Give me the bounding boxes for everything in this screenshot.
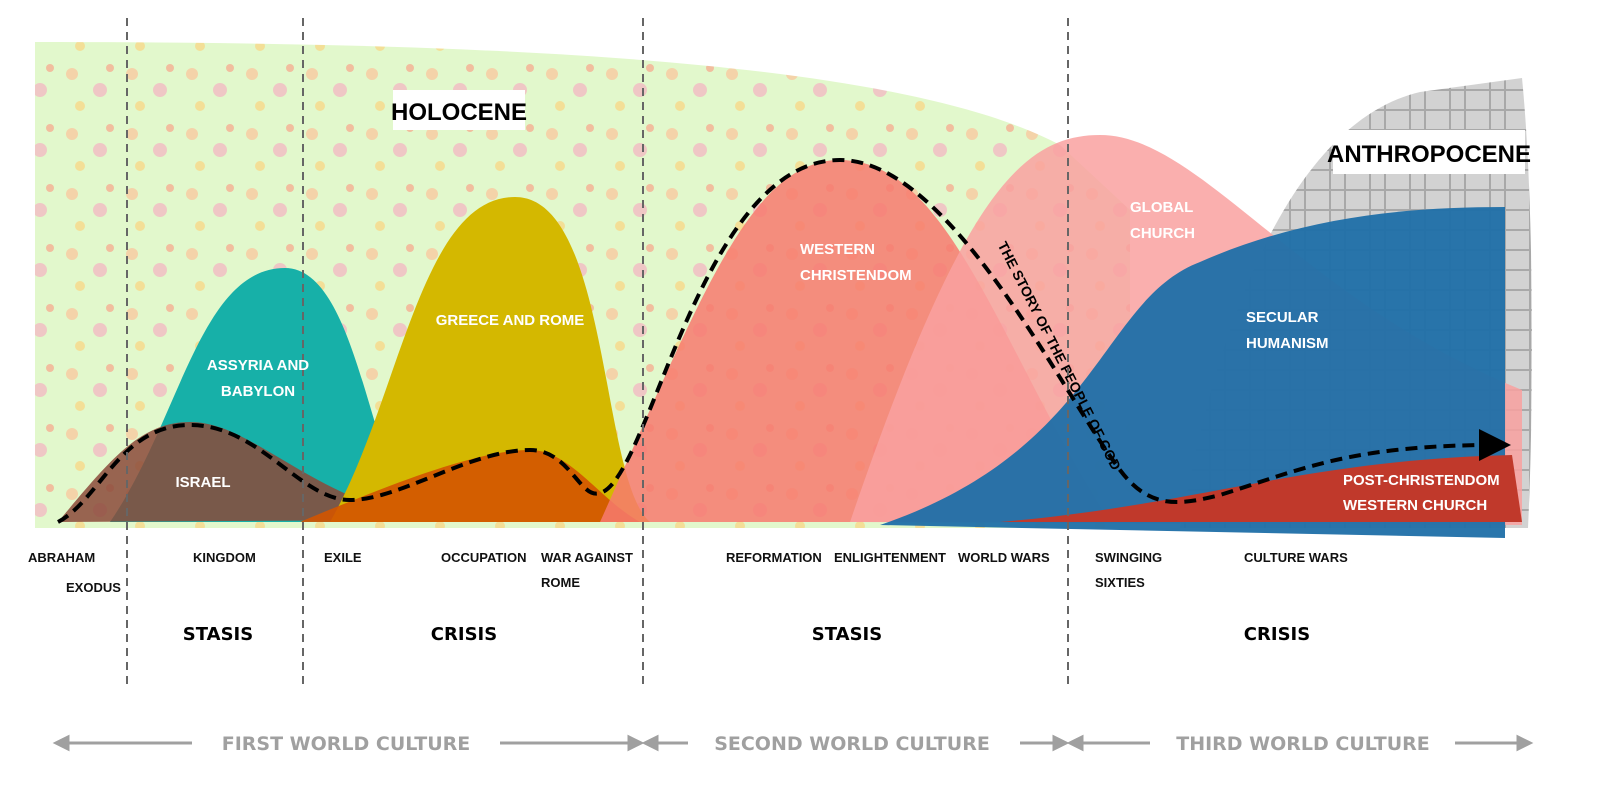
global-label-1: GLOBAL xyxy=(1130,199,1193,216)
global-label-2: CHURCH xyxy=(1130,225,1195,242)
phase-stasis-1: STASIS xyxy=(183,624,253,645)
secular-label-1: SECULAR xyxy=(1246,309,1319,326)
event-world-wars: WORLD WARS xyxy=(958,550,1050,565)
post-label-2: WESTERN CHURCH xyxy=(1343,497,1487,514)
occupation-shape xyxy=(300,450,640,522)
second-world-culture: SECOND WORLD CULTURE xyxy=(714,733,990,755)
holocene-label: HOLOCENE xyxy=(391,99,527,126)
phase-crisis-1: CRISIS xyxy=(431,624,497,645)
assyria-label-2: BABYLON xyxy=(221,383,295,400)
greece-label: GREECE AND ROME xyxy=(436,312,585,329)
phase-crisis-2: CRISIS xyxy=(1244,624,1310,645)
period-dividers xyxy=(126,18,1069,690)
post-christendom-shape xyxy=(1000,455,1522,522)
secular-label-2: HUMANISM xyxy=(1246,335,1329,352)
secular-humanism-shape xyxy=(880,207,1505,538)
assyria-label-1: ASSYRIA AND xyxy=(207,357,309,374)
event-sixties-1: SWINGING xyxy=(1095,550,1162,565)
event-sixties-2: SIXTIES xyxy=(1095,575,1145,590)
anthropocene-label: ANTHROPOCENE xyxy=(1327,141,1531,168)
event-exile: EXILE xyxy=(324,550,362,565)
event-culture-wars: CULTURE WARS xyxy=(1244,550,1348,565)
event-kingdom: KINGDOM xyxy=(193,550,256,565)
event-enlightenment: ENLIGHTENMENT xyxy=(834,550,946,565)
event-abraham: ABRAHAM xyxy=(28,550,95,565)
event-war-2: ROME xyxy=(541,575,580,590)
phase-stasis-2: STASIS xyxy=(812,624,882,645)
event-reformation: REFORMATION xyxy=(726,550,822,565)
western-label-2: CHRISTENDOM xyxy=(800,267,912,284)
first-world-culture: FIRST WORLD CULTURE xyxy=(222,733,471,755)
culture-arrows xyxy=(52,734,1534,752)
event-exodus: EXODUS xyxy=(66,580,121,595)
greece-shape xyxy=(330,197,650,522)
story-line xyxy=(57,157,1511,524)
israel-label: ISRAEL xyxy=(175,474,230,491)
event-occupation: OCCUPATION xyxy=(441,550,526,565)
third-world-culture: THIRD WORLD CULTURE xyxy=(1176,733,1430,755)
event-war-1: WAR AGAINST xyxy=(541,550,633,565)
western-label-1: WESTERN xyxy=(800,241,875,258)
post-label-1: POST-CHRISTENDOM xyxy=(1343,472,1500,489)
